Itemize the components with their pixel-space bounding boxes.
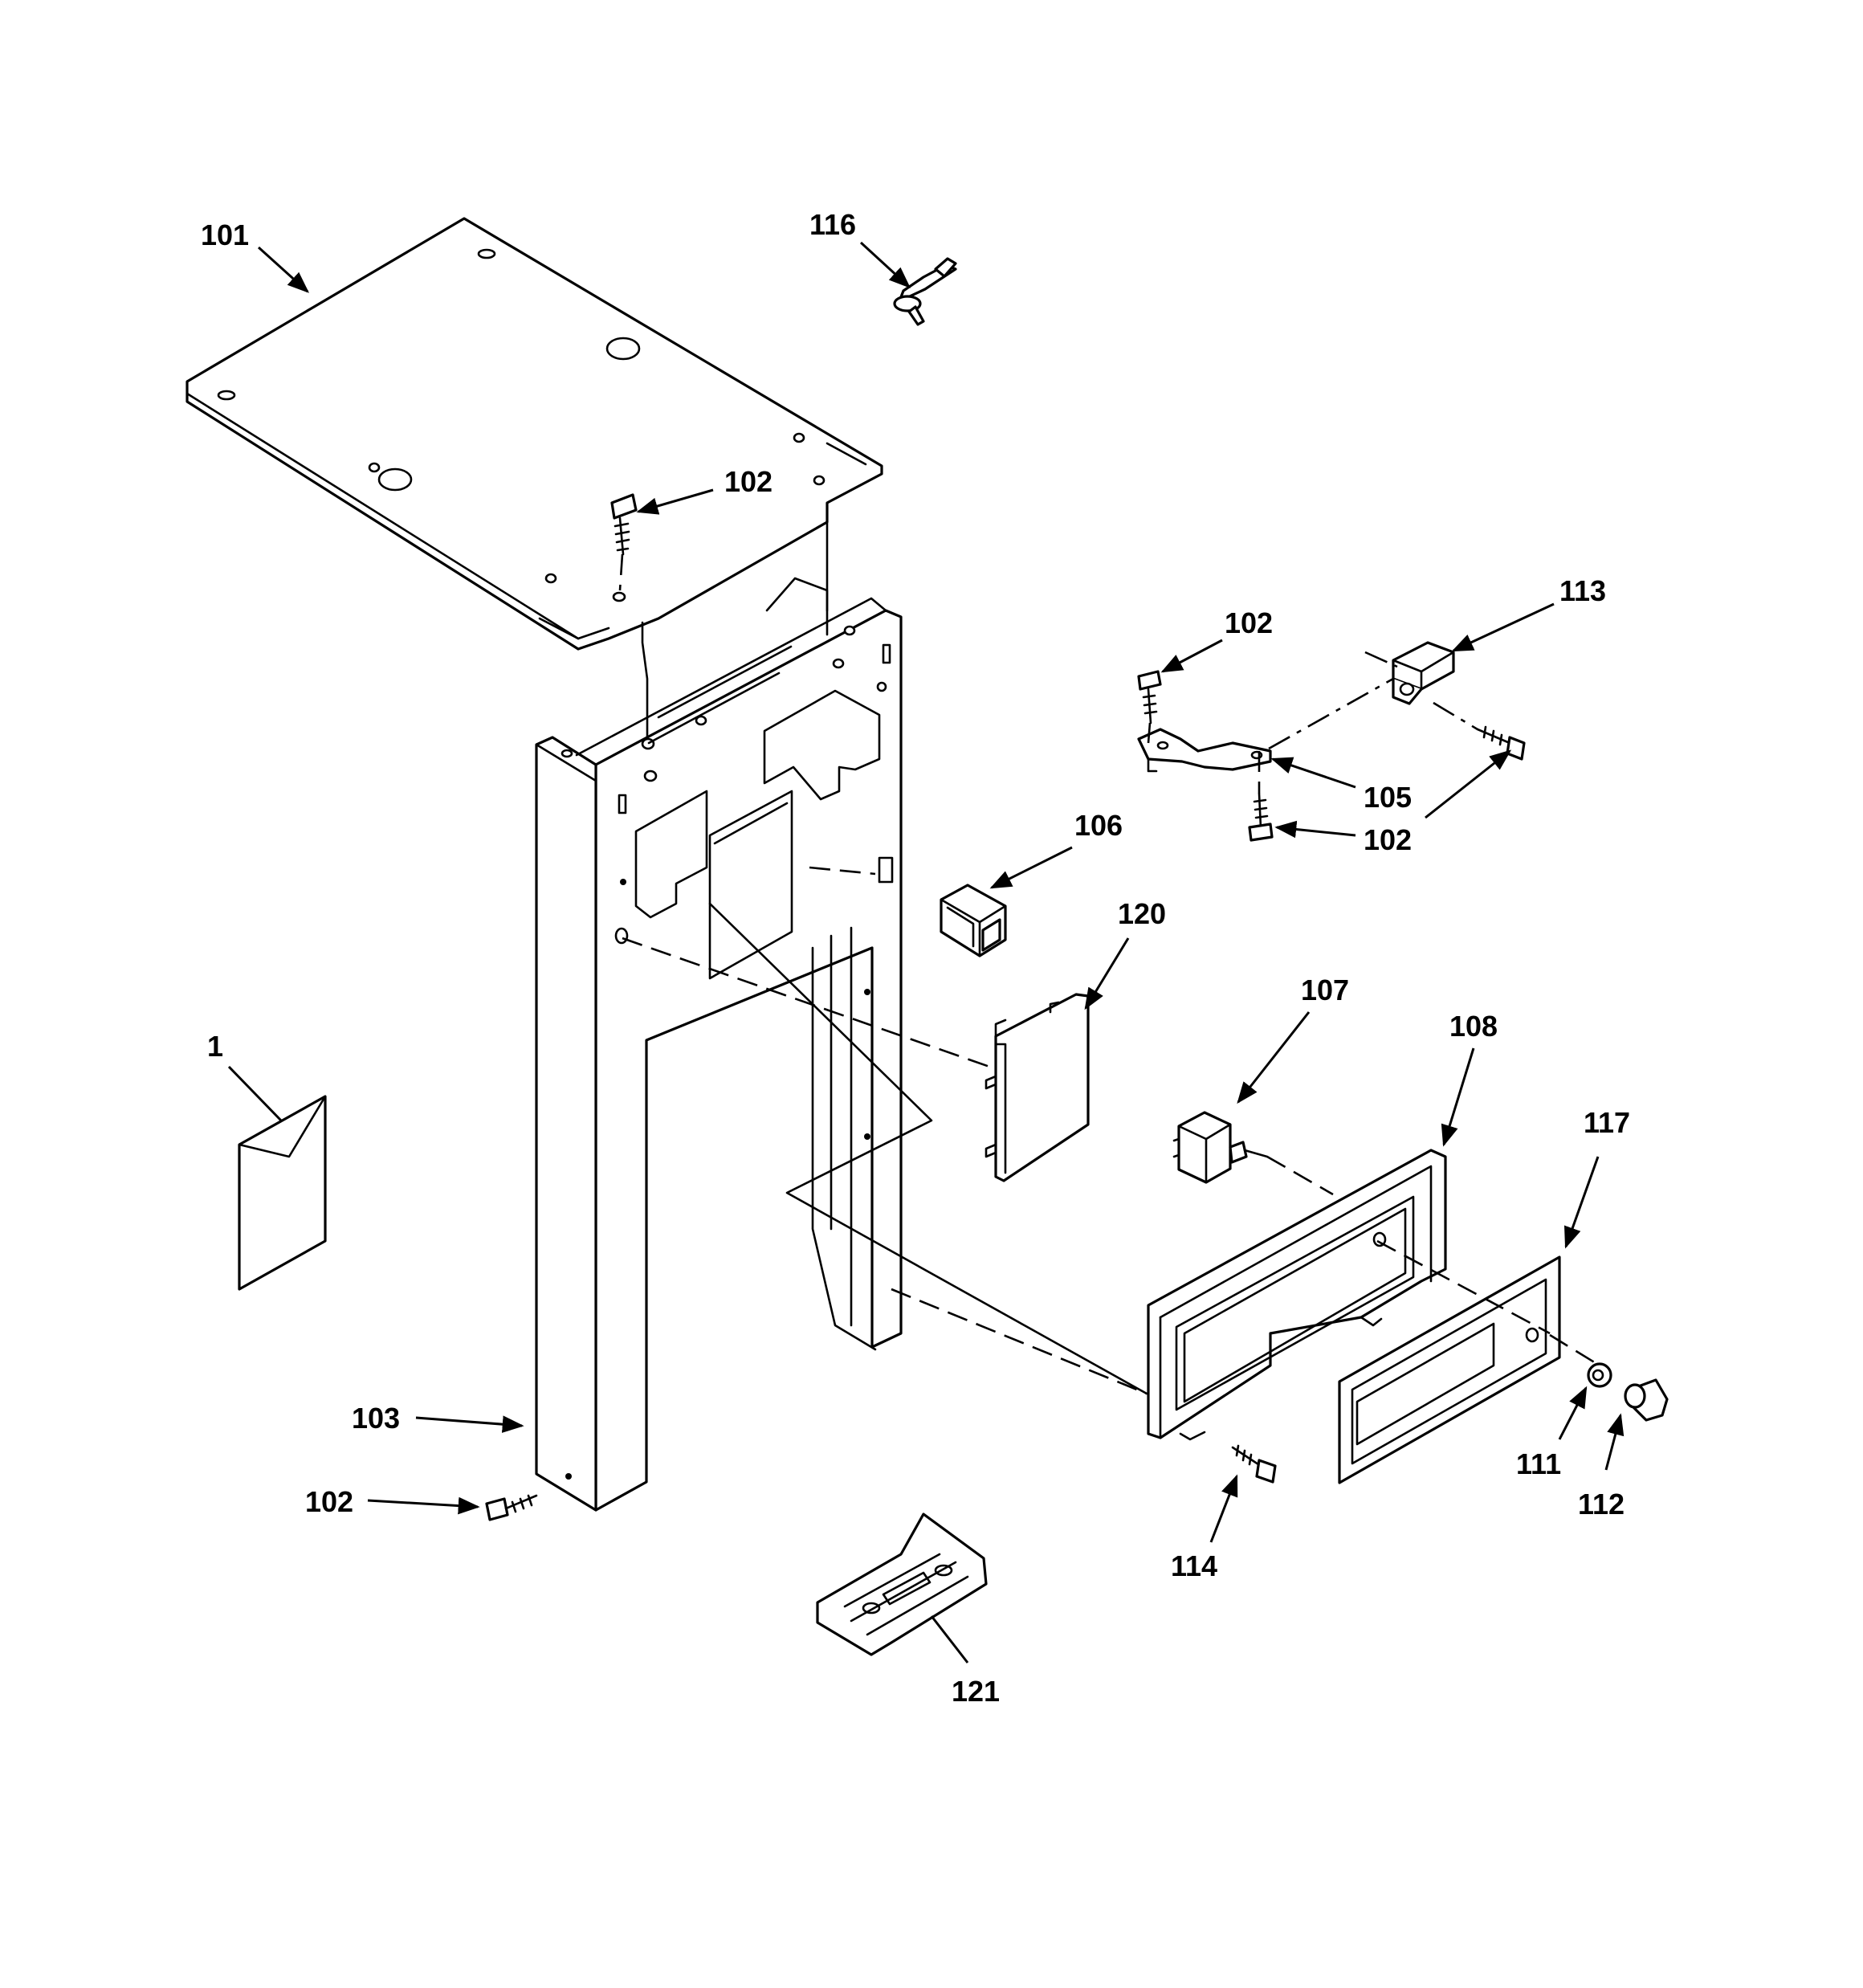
callout-116: 116 (809, 208, 856, 241)
callout-121: 121 (952, 1675, 1000, 1708)
callout-labels: 101 116 102 113 102 105 102 106 120 107 … (201, 208, 1630, 1708)
part-121-hardware-bag (816, 1512, 988, 1656)
callout-102: 102 (1364, 823, 1412, 856)
part-102-screw-bracket-lower (1248, 792, 1274, 842)
callout-102: 102 (724, 465, 773, 498)
part-116-clip (893, 257, 957, 326)
callout-108: 108 (1449, 1010, 1498, 1043)
callout-113: 113 (1559, 574, 1606, 607)
callout-111: 111 (1516, 1447, 1561, 1480)
callout-105: 105 (1364, 781, 1412, 814)
part-103-frame (535, 520, 903, 1512)
callout-112: 112 (1578, 1488, 1625, 1521)
callout-102: 102 (305, 1485, 353, 1518)
callout-120: 120 (1118, 897, 1166, 930)
part-120-cover-plate (984, 993, 1090, 1182)
callout-106: 106 (1074, 809, 1123, 842)
callout-114: 114 (1171, 1549, 1217, 1582)
callout-103: 103 (352, 1402, 400, 1435)
part-112-knob (1624, 1378, 1669, 1422)
assembly-dashed-lines (622, 651, 1600, 1395)
callout-117: 117 (1584, 1106, 1630, 1139)
part-108-console-panel (1147, 1149, 1447, 1441)
callout-107: 107 (1301, 974, 1349, 1006)
callout-101: 101 (201, 218, 249, 251)
callout-1: 1 (207, 1030, 223, 1063)
part-106-rocker-switch (940, 884, 1007, 957)
part-101-top-panel (185, 217, 883, 651)
part-102-screw-top (610, 493, 638, 602)
part-102-screw-frame (485, 1494, 538, 1521)
part-107-control (1172, 1111, 1269, 1184)
part-113-terminal-block (1392, 641, 1455, 705)
part-114-screw (1231, 1444, 1277, 1484)
part-1-literature-envelope (238, 1095, 327, 1291)
callout-102: 102 (1225, 606, 1273, 639)
part-105-bracket (1137, 728, 1272, 773)
part-102-screw-bracket-upper (1137, 670, 1162, 725)
part-102-screw-bracket-right (1476, 725, 1526, 761)
part-111-knob-ring (1587, 1362, 1612, 1388)
callout-leaders (227, 241, 1625, 1663)
